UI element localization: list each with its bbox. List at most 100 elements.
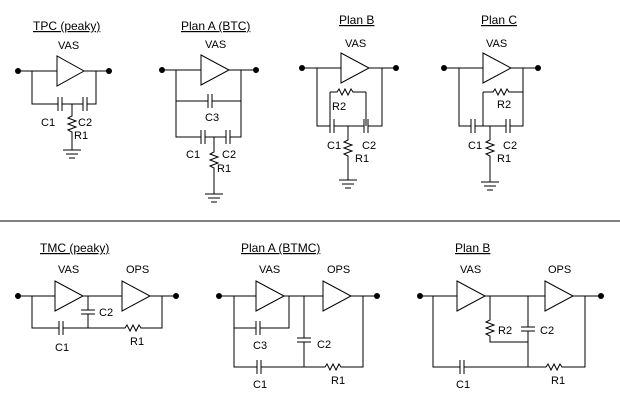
vas-amplifier-symbol xyxy=(255,280,286,312)
label-r1: R1 xyxy=(497,153,511,165)
label-c1: C1 xyxy=(327,140,341,152)
label-vas: VAS xyxy=(460,264,481,276)
terminal-dot xyxy=(374,293,380,299)
terminal-dot xyxy=(106,68,112,74)
wire xyxy=(31,296,163,333)
label-ops: OPS xyxy=(327,264,350,276)
title-tpc: TPC (peaky) xyxy=(33,19,100,33)
title-tmc: TMC (peaky) xyxy=(40,241,109,255)
label-c1: C1 xyxy=(456,379,470,391)
label-vas: VAS xyxy=(486,38,507,50)
wire xyxy=(316,68,383,127)
ops-amplifier-symbol xyxy=(544,280,575,312)
label-c3: C3 xyxy=(253,340,267,352)
terminal-dot xyxy=(417,293,423,299)
label-c1: C1 xyxy=(41,117,55,129)
terminal-dot xyxy=(15,293,21,299)
ground-symbol xyxy=(205,193,223,203)
capacitor-c2-symbol xyxy=(297,296,311,367)
capacitor-c2-symbol xyxy=(225,130,231,144)
wire xyxy=(329,92,367,126)
label-r1: R1 xyxy=(355,153,369,165)
ground-symbol xyxy=(63,149,81,159)
vas-amplifier-symbol xyxy=(482,52,513,84)
label-r1: R1 xyxy=(130,336,144,348)
title-plan-a-btc: Plan A (BTC) xyxy=(181,19,250,33)
circuit-plan-b-bottom: Plan B VAS OPS R2 C2 C1 R1 xyxy=(417,241,604,391)
label-r2: R2 xyxy=(498,325,512,337)
terminal-dot xyxy=(253,67,259,73)
resistor-r2-symbol xyxy=(483,87,523,97)
label-c2: C2 xyxy=(317,339,331,351)
resistor-r1-symbol xyxy=(66,104,78,150)
label-c1: C1 xyxy=(55,342,69,354)
label-c2: C2 xyxy=(222,149,236,161)
label-c1: C1 xyxy=(468,140,482,152)
capacitor-c2-symbol xyxy=(505,119,511,133)
ops-amplifier-symbol xyxy=(322,280,353,312)
title-plan-a-btmc: Plan A (BTMC) xyxy=(241,241,320,255)
terminal-dot xyxy=(216,293,222,299)
circuit-tpc: TPC (peaky) VAS C1 C2 R1 xyxy=(15,19,112,159)
label-c2: C2 xyxy=(362,140,376,152)
wire xyxy=(233,296,364,372)
label-c1: C1 xyxy=(186,149,200,161)
wire xyxy=(234,296,290,329)
capacitor-c2-symbol xyxy=(81,296,95,328)
circuit-plan-b-top: Plan B VAS R2 C1 C2 R1 xyxy=(299,13,399,189)
label-r1: R1 xyxy=(331,375,345,387)
terminal-dot xyxy=(393,65,399,71)
circuit-tmc: TMC (peaky) VAS OPS C2 C1 R1 xyxy=(15,241,179,354)
capacitor-c1-symbol xyxy=(470,119,476,133)
ground-symbol xyxy=(481,181,499,191)
label-r2: R2 xyxy=(332,101,346,113)
resistor-r1-symbol xyxy=(208,137,220,194)
vas-amplifier-symbol xyxy=(200,54,231,86)
wire xyxy=(432,296,586,372)
terminal-dot xyxy=(299,65,305,71)
terminal-dot xyxy=(441,65,447,71)
capacitor-c1-symbol xyxy=(459,360,465,374)
capacitor-c2-symbol xyxy=(82,97,88,111)
terminal-dot xyxy=(15,68,21,74)
terminal-dot xyxy=(173,293,179,299)
ground-symbol xyxy=(339,179,357,189)
label-r2: R2 xyxy=(497,99,511,111)
title-plan-b-top: Plan B xyxy=(339,13,374,27)
circuit-plan-c: Plan C VAS R2 C1 C2 R1 xyxy=(441,13,541,191)
label-r1: R1 xyxy=(217,163,231,175)
label-c2: C2 xyxy=(503,140,517,152)
capacitor-c1-symbol xyxy=(58,321,64,335)
label-vas: VAS xyxy=(205,39,226,51)
circuit-plan-a-btc: Plan A (BTC) VAS C3 C1 C2 R1 xyxy=(159,19,259,203)
label-c2: C2 xyxy=(78,117,92,129)
label-c2: C2 xyxy=(99,307,113,319)
capacitor-c3-symbol xyxy=(255,321,261,335)
circuit-plan-a-btmc: Plan A (BTMC) VAS OPS C3 C2 C1 R1 xyxy=(216,241,380,391)
label-vas: VAS xyxy=(259,264,280,276)
label-vas: VAS xyxy=(345,38,366,50)
label-c1: C1 xyxy=(253,379,267,391)
resistor-r1-symbol xyxy=(342,126,354,180)
capacitor-c2-symbol xyxy=(363,119,369,133)
capacitor-c2-symbol xyxy=(521,296,535,367)
capacitor-c1-symbol xyxy=(256,360,262,374)
terminal-dot xyxy=(535,65,541,71)
resistor-r2-symbol xyxy=(484,296,528,343)
label-ops: OPS xyxy=(548,264,571,276)
vas-amplifier-symbol xyxy=(54,280,85,312)
terminal-dot xyxy=(159,67,165,73)
ops-amplifier-symbol xyxy=(121,280,152,312)
vas-amplifier-symbol xyxy=(56,55,86,87)
label-vas: VAS xyxy=(58,40,79,52)
label-c3: C3 xyxy=(205,112,219,124)
capacitor-c1-symbol xyxy=(329,119,335,133)
resistor-r1-symbol xyxy=(484,126,496,182)
vas-amplifier-symbol xyxy=(456,280,487,312)
vas-amplifier-symbol xyxy=(340,52,371,84)
terminal-dot xyxy=(598,293,604,299)
capacitor-c1-symbol xyxy=(200,130,206,144)
label-r1: R1 xyxy=(551,375,565,387)
wire xyxy=(175,70,242,138)
